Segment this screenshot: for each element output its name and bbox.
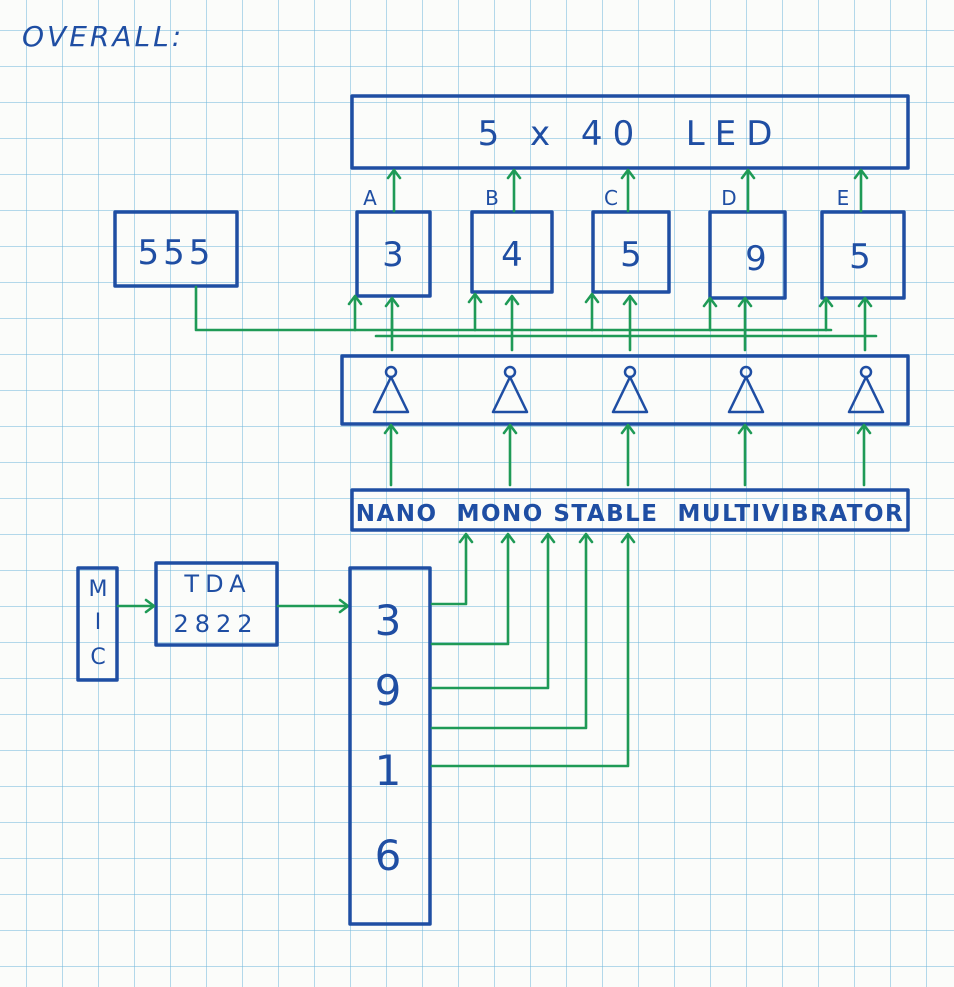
monostable-box: [350, 488, 910, 532]
inverter-strip: [340, 354, 910, 426]
led-display-label: 5 x 40 LED: [478, 114, 783, 154]
inverter-gate-e: [847, 365, 885, 414]
trigger-arrows: [383, 423, 872, 487]
digit-label-e: E: [837, 186, 850, 210]
timer-555-box: [113, 210, 239, 288]
sequence-value-4: 6: [375, 831, 402, 880]
digit-counter-d: 9 D: [708, 186, 787, 300]
sequence-value-2: 9: [375, 666, 402, 715]
digit-counter-e: 5 E: [820, 186, 906, 300]
mic-letter-c: C: [90, 645, 105, 670]
sequencer-output-wires: [430, 532, 636, 768]
inverter-gate-b: [491, 365, 529, 414]
reset-bus: [374, 294, 878, 352]
amplifier-box: [154, 561, 279, 647]
mic-letter-i: I: [95, 610, 102, 635]
amplifier-line1: TDA: [183, 570, 251, 598]
digit-label-c: C: [604, 186, 618, 210]
inverter-gate-c: [611, 365, 649, 414]
digit-counter-b: 4 B: [470, 186, 554, 294]
inverter-gate-a: [372, 365, 410, 414]
amplifier-line2: 2822: [173, 610, 258, 638]
sequencer-box: [348, 566, 432, 926]
mic-to-amp-wire: [116, 598, 156, 614]
timer-555-label: 555: [138, 233, 215, 273]
sequence-value-1: 3: [375, 596, 402, 645]
mic-letter-m: M: [89, 577, 108, 602]
digit-value-b: 4: [501, 235, 523, 275]
amp-to-sequencer-wire: [276, 598, 350, 614]
inverter-gate-d: [727, 365, 765, 414]
led-display-box: [350, 94, 910, 170]
digit-counter-a: 3 A: [355, 186, 432, 298]
mic-box: [76, 566, 119, 682]
digit-value-c: 5: [620, 235, 642, 275]
page-title: OVERALL:: [22, 20, 184, 53]
digit-label-a: A: [363, 186, 377, 210]
monostable-label: NANO MONO STABLE MULTIVIBRATOR: [356, 501, 905, 527]
digit-value-e: 5: [849, 237, 871, 277]
led-feed-arrows: [386, 168, 869, 213]
clock-bus: [194, 285, 834, 332]
digit-counter-c: 5 C: [591, 186, 671, 294]
sequence-value-3: 1: [375, 746, 402, 795]
inverter-gates: [372, 365, 885, 414]
digit-label-b: B: [485, 186, 499, 210]
digit-value-a: 3: [382, 235, 404, 275]
digit-value-d: 9: [745, 239, 767, 279]
digit-label-d: D: [721, 186, 736, 210]
